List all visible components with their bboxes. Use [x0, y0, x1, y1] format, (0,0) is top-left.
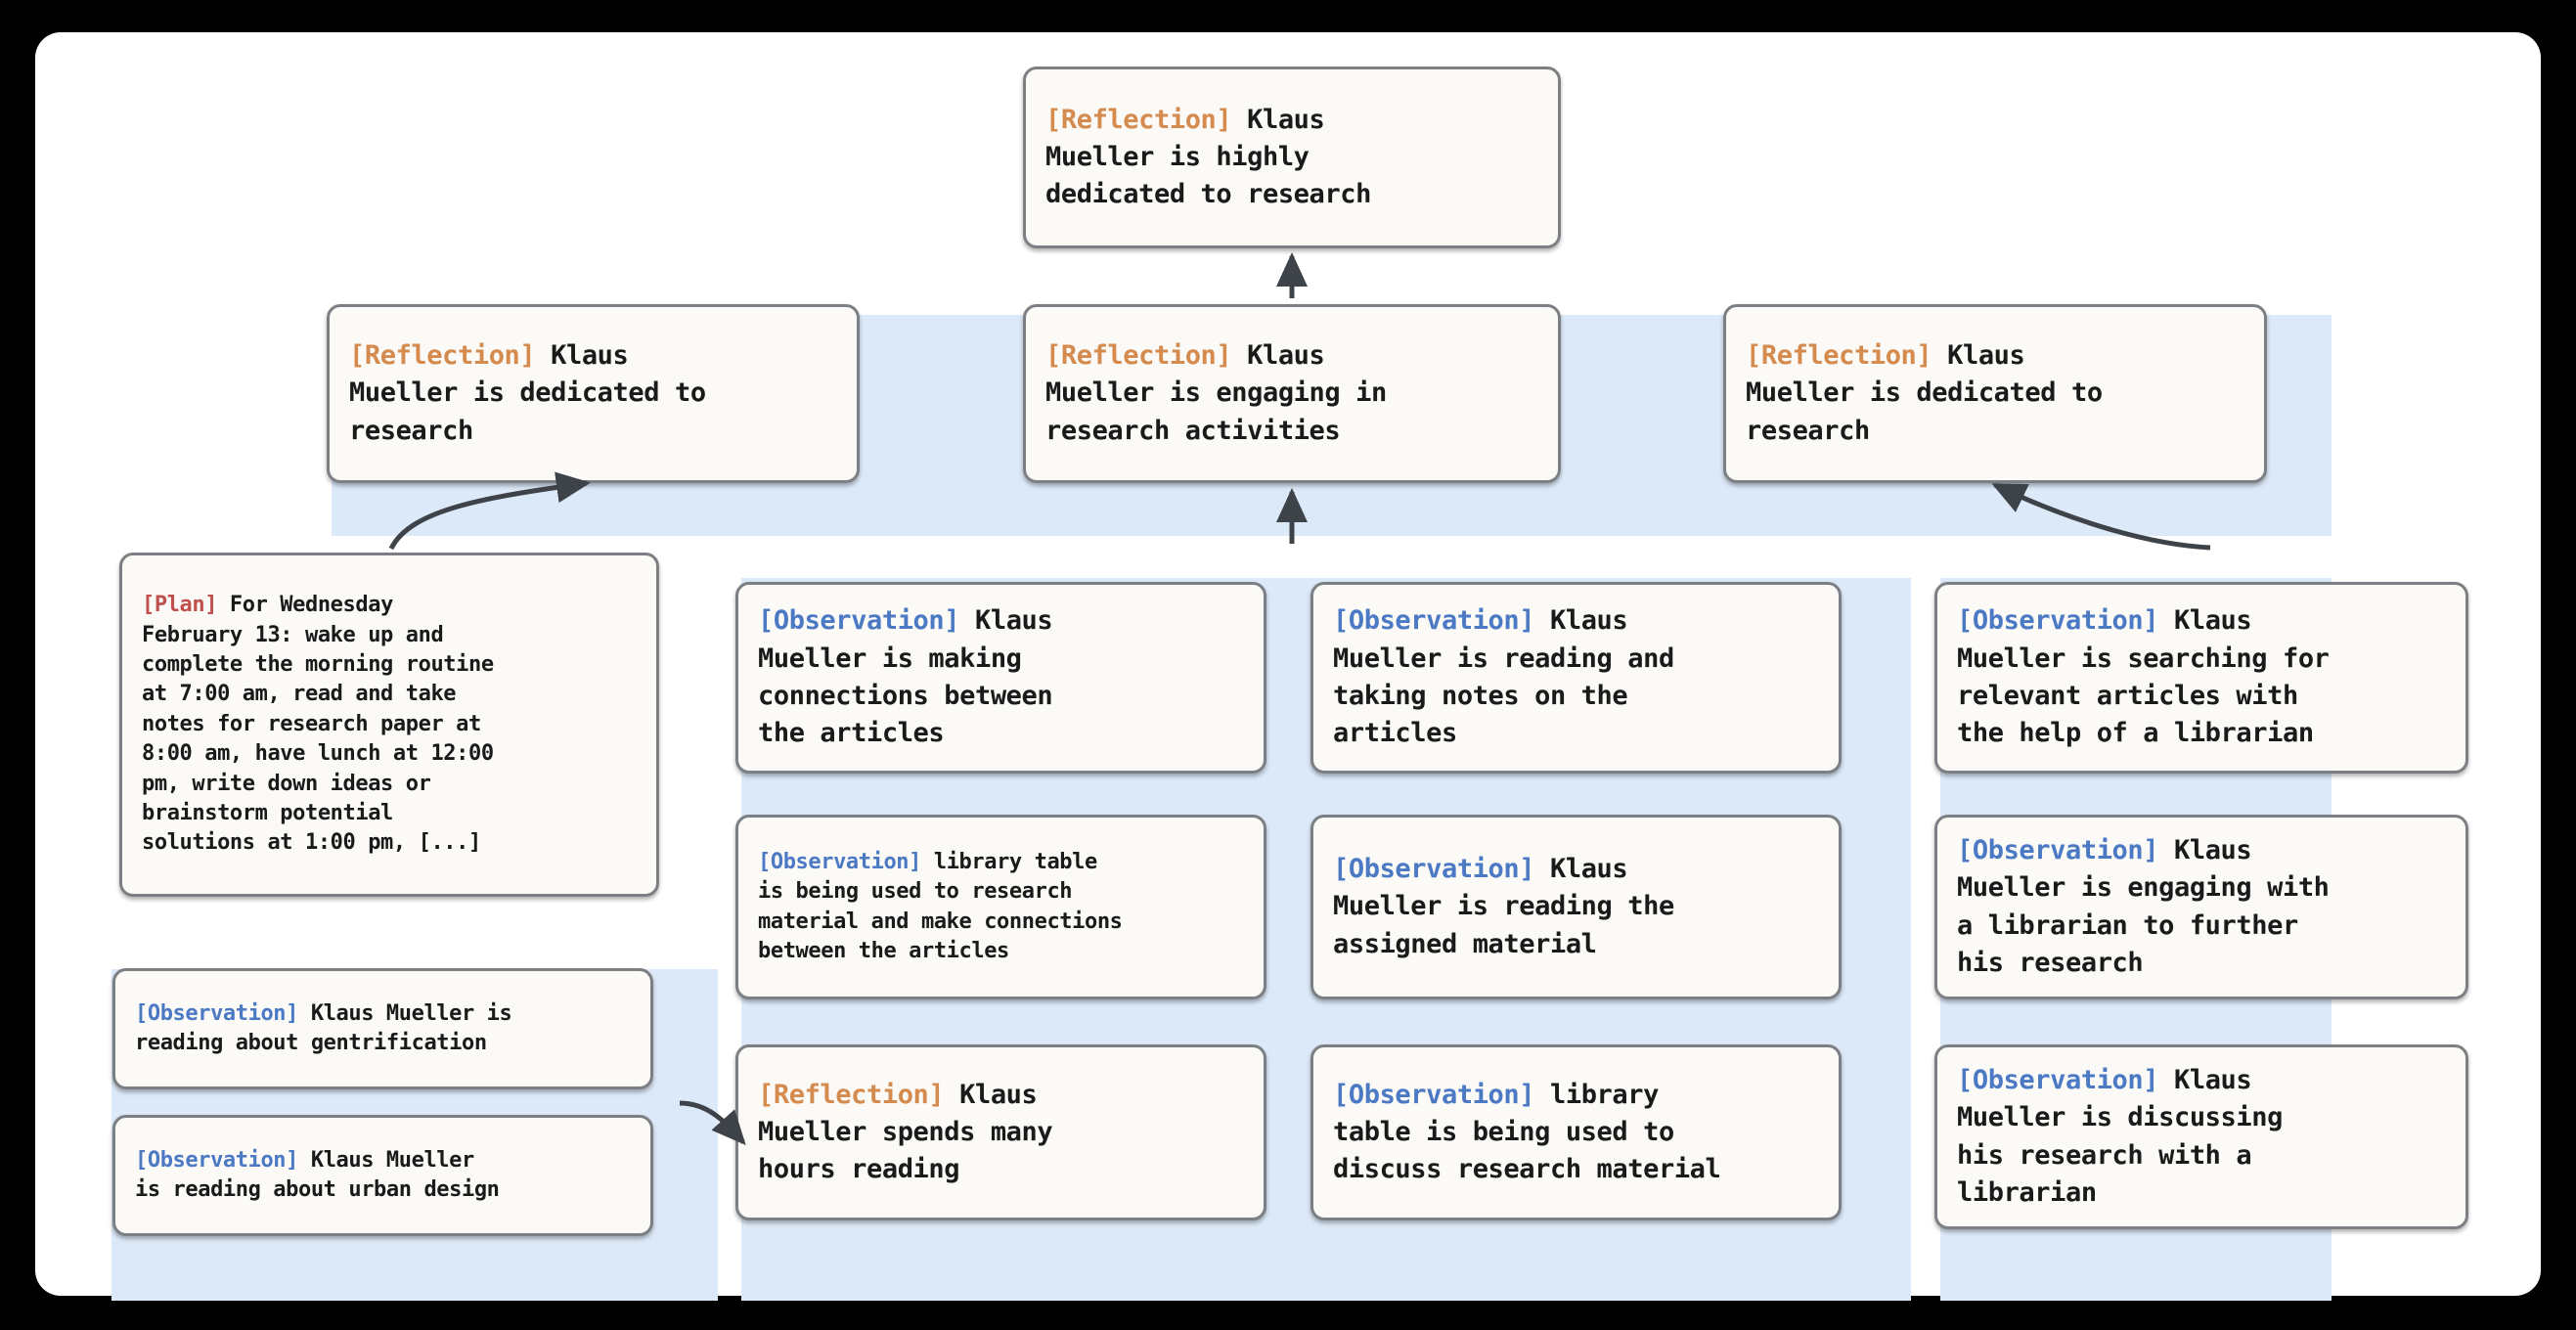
node-text: [Observation] Klaus Mueller is discussin… — [1957, 1062, 2283, 1212]
node-text: [Plan] For Wednesday February 13: wake u… — [142, 591, 494, 858]
node-right-observation-2[interactable]: [Observation] Klaus Mueller is engaging … — [1934, 815, 2468, 999]
tag-observation: [Observation] — [1333, 854, 1535, 884]
node-text: [Reflection] Klaus Mueller is engaging i… — [1045, 337, 1387, 450]
node-text: [Observation] Klaus Mueller is searching… — [1957, 602, 2330, 752]
node-middle-observation-6[interactable]: [Observation] library table is being use… — [1310, 1044, 1842, 1220]
node-text: [Observation] Klaus Mueller is engaging … — [1957, 832, 2330, 982]
tag-observation: [Observation] — [758, 605, 960, 637]
node-right-observation-1[interactable]: [Observation] Klaus Mueller is searching… — [1934, 582, 2468, 774]
tag-observation: [Observation] — [135, 1000, 298, 1026]
node-body: Klaus Mueller is making connections betw… — [758, 605, 1053, 749]
node-middle-observation-4[interactable]: [Observation] Klaus Mueller is reading a… — [1310, 582, 1842, 774]
node-text: [Reflection] Klaus Mueller is dedicated … — [1746, 337, 2103, 450]
node-observation-left-1[interactable]: [Observation] Klaus Mueller is reading a… — [112, 968, 653, 1089]
node-text: [Observation] library table is being use… — [758, 848, 1123, 966]
node-body: Klaus Mueller is reading about urban des… — [135, 1147, 500, 1202]
node-text: [Observation] Klaus Mueller is reading a… — [1333, 602, 1674, 752]
node-body: Klaus Mueller is highly dedicated to res… — [1045, 104, 1371, 210]
tag-reflection: [Reflection] — [758, 1079, 945, 1110]
node-body: Klaus Mueller is reading the assigned ma… — [1333, 854, 1674, 959]
node-body: Klaus Mueller is engaging with a librari… — [1957, 834, 2330, 978]
node-body: Klaus Mueller is dedicated to research — [1746, 340, 2103, 446]
node-reflection-right[interactable]: [Reflection] Klaus Mueller is dedicated … — [1723, 304, 2267, 483]
node-middle-observation-5[interactable]: [Observation] Klaus Mueller is reading t… — [1310, 815, 1842, 999]
node-body: library table is being used to research … — [758, 849, 1123, 963]
node-plan[interactable]: [Plan] For Wednesday February 13: wake u… — [119, 553, 659, 897]
node-body: Klaus Mueller is dedicated to research — [349, 340, 706, 446]
node-text: [Reflection] Klaus Mueller spends many h… — [758, 1077, 1053, 1189]
tag-observation: [Observation] — [758, 849, 921, 874]
tag-reflection: [Reflection] — [1045, 104, 1232, 135]
node-reflection-left[interactable]: [Reflection] Klaus Mueller is dedicated … — [327, 304, 860, 483]
node-middle-observation-1[interactable]: [Observation] Klaus Mueller is making co… — [735, 582, 1266, 774]
tag-reflection: [Reflection] — [349, 340, 536, 371]
node-root-reflection[interactable]: [Reflection] Klaus Mueller is highly ded… — [1023, 66, 1561, 248]
tag-reflection: [Reflection] — [1045, 340, 1232, 371]
node-text: [Reflection] Klaus Mueller is dedicated … — [349, 337, 706, 450]
node-body: Klaus Mueller is searching for relevant … — [1957, 605, 2330, 749]
node-middle-reflection[interactable]: [Reflection] Klaus Mueller spends many h… — [735, 1044, 1266, 1220]
node-text: [Observation] library table is being use… — [1333, 1077, 1721, 1189]
node-body: Klaus Mueller is reading about gentrific… — [135, 1000, 512, 1055]
tag-observation: [Observation] — [1957, 1064, 2159, 1095]
node-body: For Wednesday February 13: wake up and c… — [142, 593, 494, 856]
node-text: [Observation] Klaus Mueller is reading a… — [135, 1146, 500, 1206]
node-text: [Observation] Klaus Mueller is reading a… — [135, 999, 512, 1059]
node-body: Klaus Mueller is engaging in research ac… — [1045, 340, 1387, 446]
node-body: Klaus Mueller is discussing his research… — [1957, 1064, 2283, 1208]
node-middle-observation-2[interactable]: [Observation] library table is being use… — [735, 815, 1266, 999]
node-body: Klaus Mueller spends many hours reading — [758, 1079, 1053, 1185]
node-text: [Observation] Klaus Mueller is reading t… — [1333, 851, 1674, 963]
node-text: [Observation] Klaus Mueller is making co… — [758, 602, 1053, 752]
node-reflection-middle[interactable]: [Reflection] Klaus Mueller is engaging i… — [1023, 304, 1561, 483]
tag-reflection: [Reflection] — [1746, 340, 1932, 371]
node-body: library table is being used to discuss r… — [1333, 1079, 1721, 1185]
tag-plan: [Plan] — [142, 593, 218, 618]
node-text: [Reflection] Klaus Mueller is highly ded… — [1045, 102, 1371, 214]
tag-observation: [Observation] — [1957, 834, 2159, 865]
tag-observation: [Observation] — [135, 1147, 298, 1173]
node-body: Klaus Mueller is reading and taking note… — [1333, 605, 1674, 749]
tag-observation: [Observation] — [1957, 605, 2159, 637]
node-right-observation-3[interactable]: [Observation] Klaus Mueller is discussin… — [1934, 1044, 2468, 1229]
tag-observation: [Observation] — [1333, 1079, 1535, 1110]
tag-observation: [Observation] — [1333, 605, 1535, 637]
node-observation-left-2[interactable]: [Observation] Klaus Mueller is reading a… — [112, 1115, 653, 1236]
